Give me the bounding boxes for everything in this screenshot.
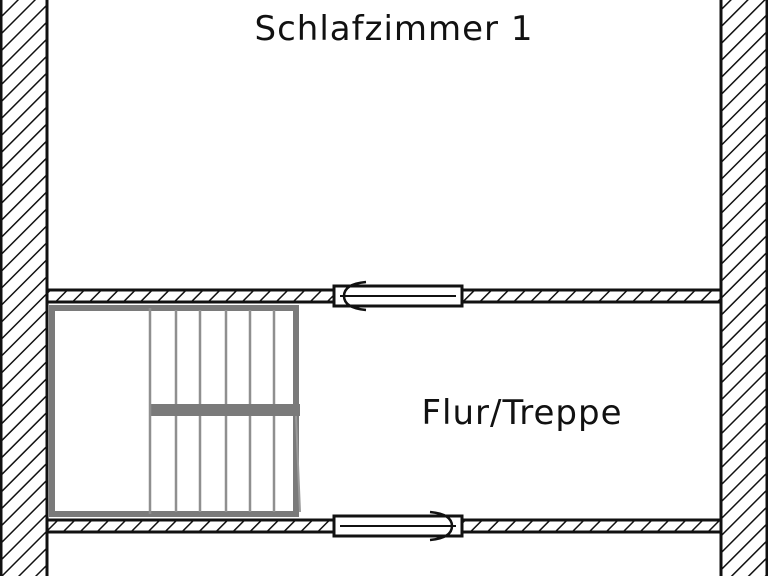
door-upper[interactable]: [332, 280, 464, 312]
door-lower-arrow: [429, 510, 454, 542]
room-label-hall: Flur/Treppe: [422, 393, 623, 433]
door-lower[interactable]: [332, 510, 464, 542]
stair-landing-bar: [150, 404, 300, 416]
stair-tread-edge: [295, 415, 301, 513]
staircase: [49, 305, 301, 517]
room-label-bedroom: Schlafzimmer 1: [255, 9, 534, 49]
wall-right: [719, 0, 768, 576]
wall-left: [0, 0, 49, 576]
door-upper-arrow: [342, 280, 367, 312]
